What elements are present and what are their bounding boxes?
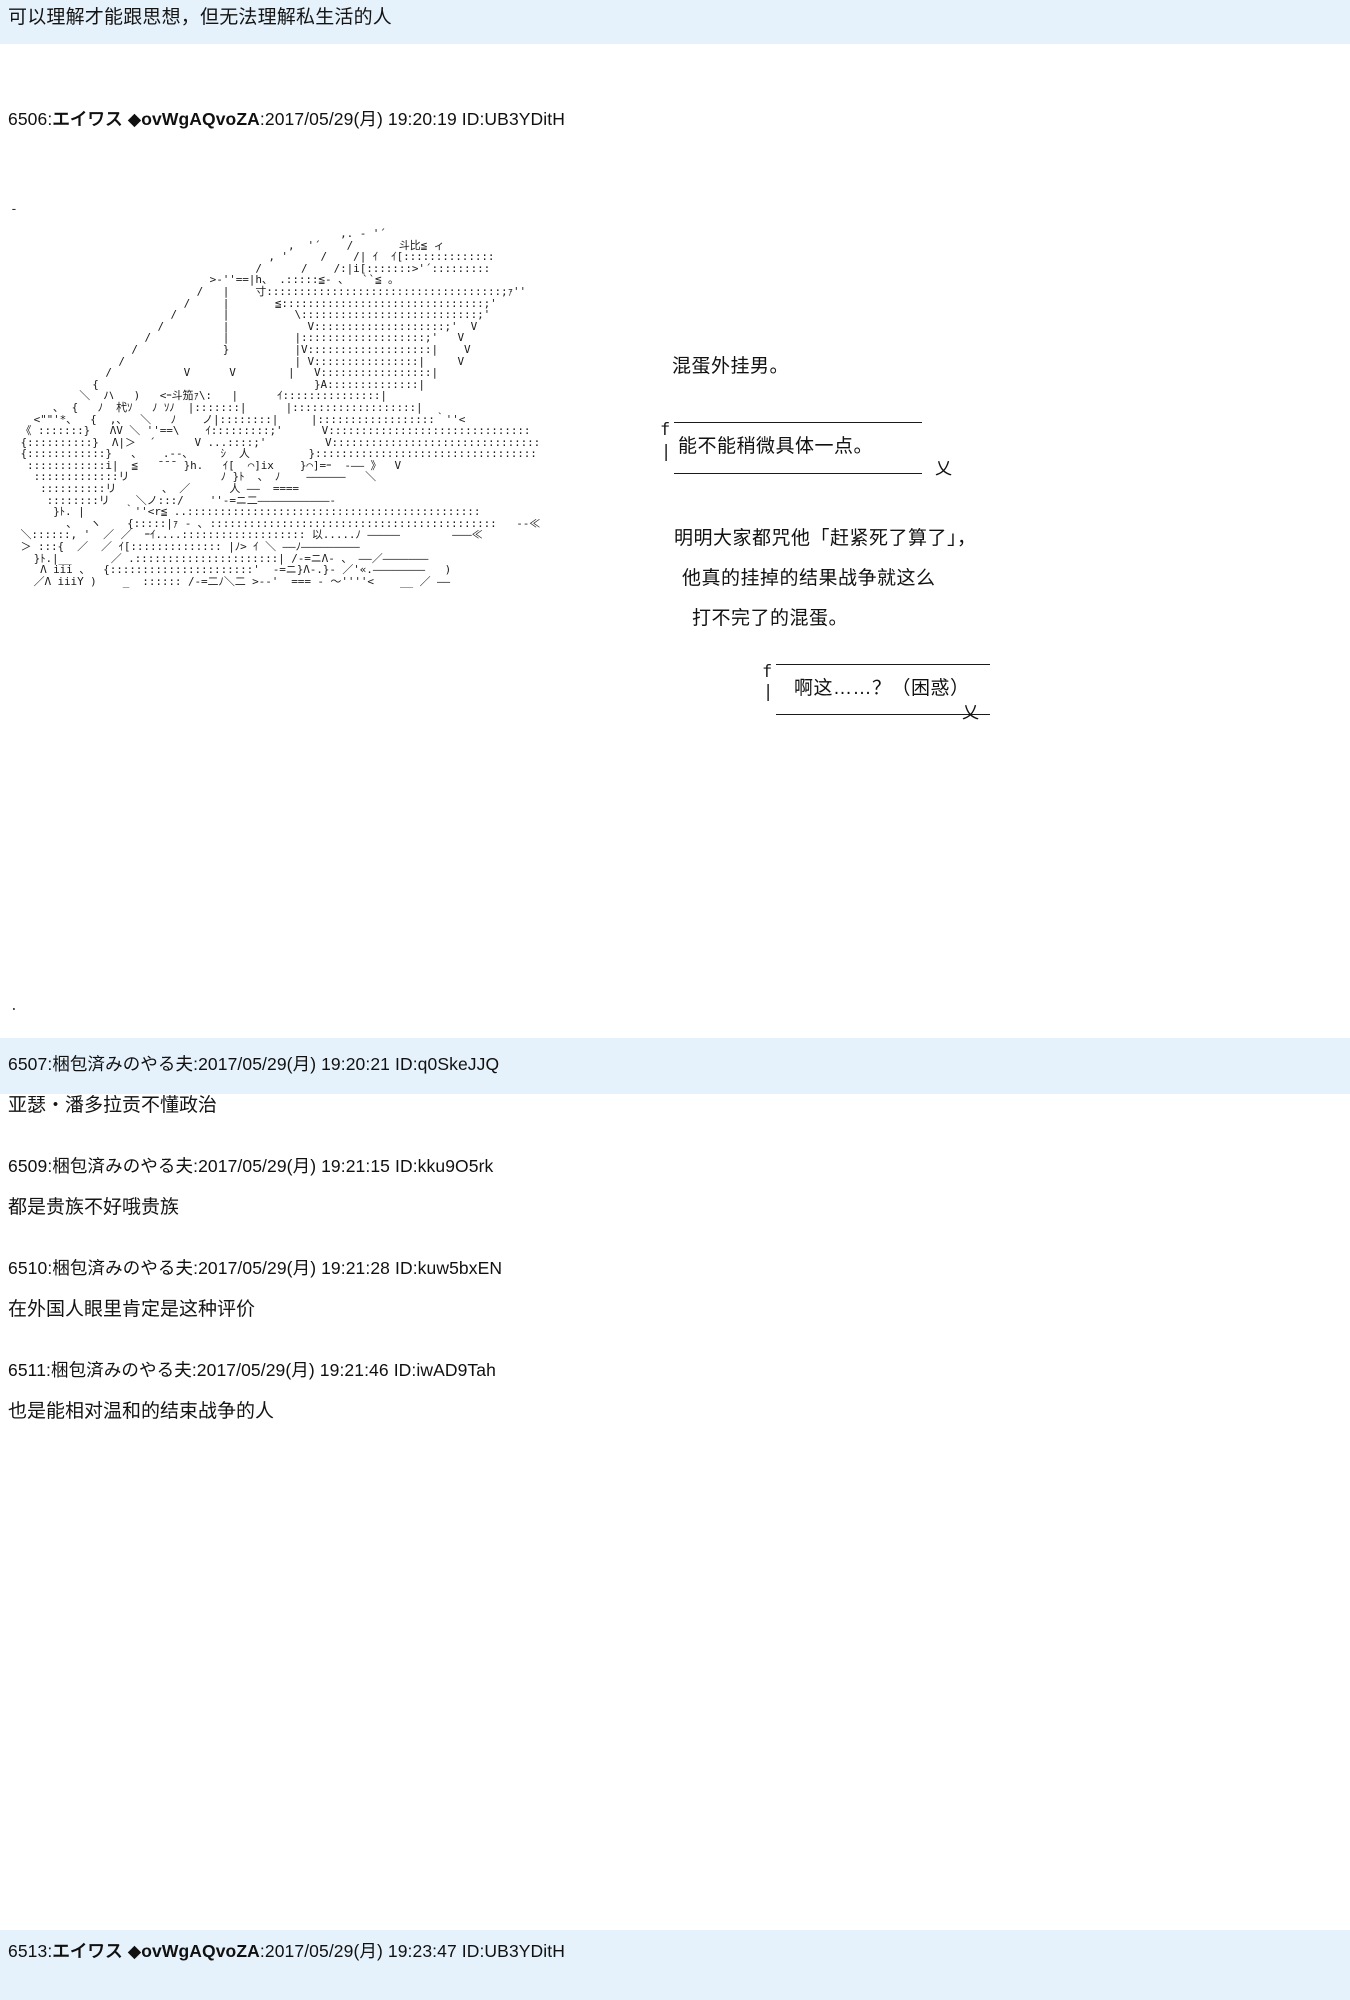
reply-highlight-6507 xyxy=(0,1038,1350,1094)
post-datetime: 2017/05/29(月) 19:23:47 xyxy=(264,1941,457,1961)
post-head-separator-2: : xyxy=(193,1054,199,1074)
post-head-separator: : xyxy=(47,109,53,129)
post-head-separator: : xyxy=(47,1054,53,1074)
post-author-name: 梱包済みのやる夫 xyxy=(52,1156,194,1176)
post-header-6510: 6510:梱包済みのやる夫:2017/05/29(月) 19:21:28 ID:… xyxy=(8,1257,502,1279)
post-datetime: 2017/05/29(月) 19:21:46 xyxy=(196,1360,389,1380)
aa-speech-line-1: 混蛋外挂男。 xyxy=(672,356,790,377)
bubble-2-top-rule xyxy=(776,664,990,665)
post-header-6507: 6507:梱包済みのやる夫:2017/05/29(月) 19:20:21 ID:… xyxy=(8,1053,499,1075)
post-header-6511: 6511:梱包済みのやる夫:2017/05/29(月) 19:21:46 ID:… xyxy=(8,1359,496,1381)
post-head-separator: : xyxy=(47,1156,53,1176)
post-datetime: 2017/05/29(月) 19:21:15 xyxy=(198,1156,391,1176)
post-body-6509: 都是贵族不好哦贵族 xyxy=(8,1197,180,1218)
aa-speech-paragraph-line-2: 他真的挂掉的结果战争就这么 xyxy=(682,568,936,589)
post-head-separator-2: : xyxy=(193,1258,199,1278)
post-author-name: 梱包済みのやる夫 xyxy=(52,1258,194,1278)
post-header-6509: 6509:梱包済みのやる夫:2017/05/29(月) 19:21:15 ID:… xyxy=(8,1155,493,1177)
post-highlight-6513 xyxy=(0,1930,1350,2000)
post-author-name: エイワス xyxy=(52,1941,123,1961)
post-user-id: ID:UB3YDitH xyxy=(461,1941,565,1961)
aa-speech-bubble-1: f | xyxy=(660,412,922,474)
post-head-separator-2: : xyxy=(259,1941,265,1961)
post-author-tripcode: ◆ovWgAQvoZA xyxy=(127,1941,260,1961)
bubble-hook-glyph: f xyxy=(660,420,671,440)
aa-speech-paragraph-line-3: 打不完了的混蛋。 xyxy=(692,608,849,629)
bubble-pipe-glyph: | xyxy=(661,442,672,462)
post-head-separator-2: : xyxy=(191,1360,197,1380)
post-number[interactable]: 6507 xyxy=(8,1054,48,1074)
post-user-id: ID:iwAD9Tah xyxy=(393,1360,496,1380)
post-author-name: エイワス xyxy=(52,109,123,129)
post-head-separator: : xyxy=(47,1258,53,1278)
post-header-6506: 6506:エイワス ◆ovWgAQvoZA:2017/05/29(月) 19:2… xyxy=(8,108,565,130)
aa-leading-mark: - xyxy=(10,202,18,217)
bubble-2-bottom-rule xyxy=(776,714,990,715)
post-header-6513: 6513:エイワス ◆ovWgAQvoZA:2017/05/29(月) 19:2… xyxy=(8,1940,565,1962)
post-body-6507: 亚瑟・潘多拉贡不懂政治 xyxy=(8,1095,218,1116)
bubble-2-pipe-glyph: | xyxy=(763,682,774,702)
post-head-separator: : xyxy=(47,1941,53,1961)
post-user-id: ID:q0SkeJJQ xyxy=(395,1054,500,1074)
post-author-name: 梱包済みのやる夫 xyxy=(51,1360,192,1380)
aa-speech-bubble-2-text: 啊这……？（困惑） xyxy=(794,678,970,699)
post-body-6510: 在外国人眼里肯定是这种评价 xyxy=(8,1299,256,1320)
post-user-id: ID:UB3YDitH xyxy=(461,109,565,129)
post-user-id: ID:kuw5bxEN xyxy=(395,1258,503,1278)
aa-speech-bubble-1-text: 能不能稍微具体一点。 xyxy=(678,436,874,457)
aa-speech-paragraph-line-1: 明明大家都咒他「赶紧死了算了」， xyxy=(674,528,977,549)
ascii-art-illustration: ,. ‐ '´ , '´ / 斗比≦ ィ , ' / xyxy=(20,227,541,588)
aa-speech-bubble-1-tail: 乂 xyxy=(935,459,953,478)
post-datetime: 2017/05/29(月) 19:20:19 xyxy=(264,109,457,129)
post-head-separator: : xyxy=(46,1360,52,1380)
aa-trailing-mark: . xyxy=(10,999,18,1014)
post-author-tripcode: ◆ovWgAQvoZA xyxy=(127,109,260,129)
post-number[interactable]: 6511 xyxy=(8,1360,47,1380)
post-number[interactable]: 6510 xyxy=(8,1258,48,1278)
aa-speech-bubble-2-tail: 乂 xyxy=(962,703,980,722)
post-author-name: 梱包済みのやる夫 xyxy=(52,1054,194,1074)
post-head-separator-2: : xyxy=(193,1156,199,1176)
post-head-separator-2: : xyxy=(259,109,265,129)
post-datetime: 2017/05/29(月) 19:21:28 xyxy=(198,1258,391,1278)
post-number[interactable]: 6509 xyxy=(8,1156,48,1176)
bubble-bottom-rule xyxy=(674,473,922,474)
bubble-2-hook-glyph: f xyxy=(762,662,773,682)
bubble-top-rule xyxy=(674,422,922,423)
post-number[interactable]: 6513 xyxy=(8,1941,48,1961)
previous-post-text: 可以理解才能跟思想，但无法理解私生活的人 xyxy=(8,7,393,28)
aa-speech-bubble-2: f | xyxy=(762,656,990,716)
post-number[interactable]: 6506 xyxy=(8,109,48,129)
previous-post-highlight: 可以理解才能跟思想，但无法理解私生活的人 xyxy=(0,0,1350,44)
post-body-6511: 也是能相对温和的结束战争的人 xyxy=(8,1401,275,1422)
post-user-id: ID:kku9O5rk xyxy=(395,1156,494,1176)
post-datetime: 2017/05/29(月) 19:20:21 xyxy=(198,1054,391,1074)
